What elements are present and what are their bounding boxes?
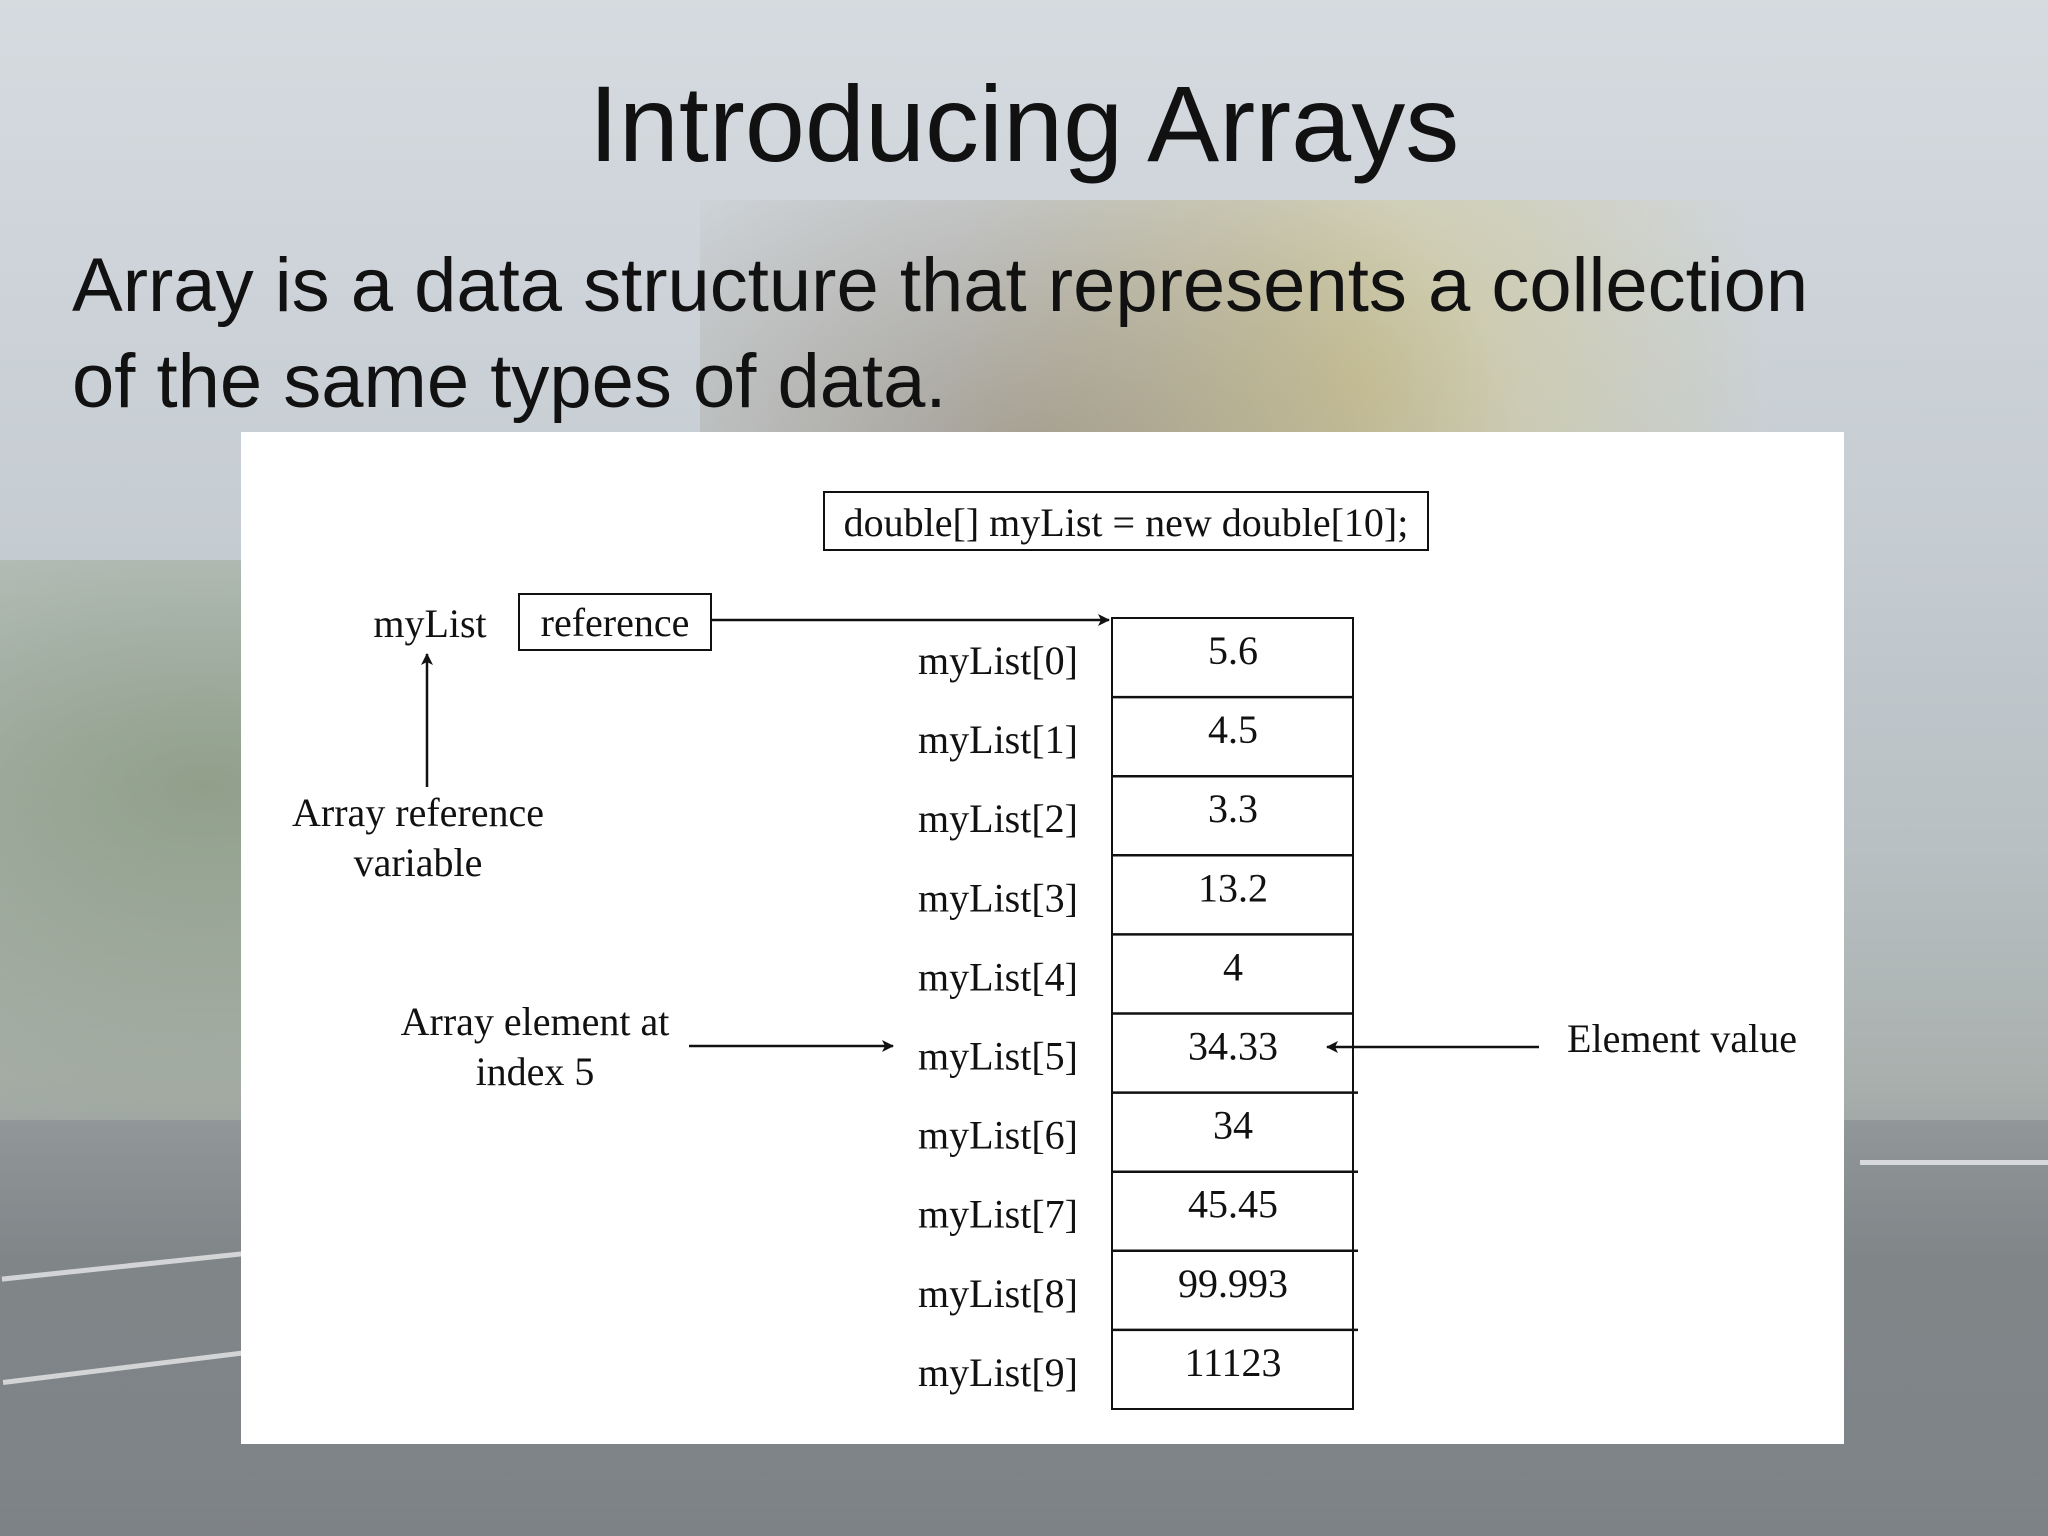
array-element-value: 99.993 bbox=[1178, 1261, 1288, 1306]
reference-variable-caption: Array reference bbox=[292, 790, 544, 835]
body-line: of the same types of data. bbox=[72, 339, 947, 424]
array-index-label: myList[1] bbox=[918, 717, 1078, 762]
array-index-label: myList[5] bbox=[918, 1034, 1078, 1079]
array-element-value: 4 bbox=[1223, 944, 1243, 989]
diagram-panel: double[] myList = new double[10]; myList… bbox=[241, 432, 1844, 1444]
array-element-value: 4.5 bbox=[1208, 707, 1258, 752]
array-element-value: 3.3 bbox=[1208, 786, 1258, 831]
variable-name: myList bbox=[373, 601, 486, 646]
array-element-value: 45.45 bbox=[1188, 1182, 1278, 1227]
array-element-value: 5.6 bbox=[1208, 628, 1258, 673]
reference-variable-caption: variable bbox=[354, 840, 483, 885]
array-diagram: double[] myList = new double[10]; myList… bbox=[292, 491, 1797, 1410]
array-index-label: myList[6] bbox=[918, 1113, 1078, 1158]
array-index-label: myList[2] bbox=[918, 796, 1078, 841]
element-caption: Array element at bbox=[401, 999, 670, 1044]
array-index-label: myList[0] bbox=[918, 638, 1078, 683]
array-index-label: myList[9] bbox=[918, 1350, 1078, 1395]
array-element-value: 11123 bbox=[1184, 1340, 1281, 1385]
array-index-label: myList[3] bbox=[918, 875, 1078, 920]
array-element-value: 34.33 bbox=[1188, 1024, 1278, 1069]
array-index-label: myList[8] bbox=[918, 1271, 1078, 1316]
reference-label: reference bbox=[541, 600, 690, 645]
track-line bbox=[1860, 1160, 2048, 1165]
slide-title: Introducing Arrays bbox=[588, 63, 1460, 184]
array-index-label: myList[4] bbox=[918, 954, 1078, 999]
slide-body: Array is a data structure that represent… bbox=[72, 238, 1992, 430]
array-element-value: 34 bbox=[1213, 1103, 1253, 1148]
declaration-box bbox=[823, 491, 1429, 551]
reference-box bbox=[518, 593, 712, 651]
element-caption: index 5 bbox=[476, 1049, 595, 1094]
array-cells: 5.6 myList[0] 4.5 myList[1] 3.3 myList[2] 13.2… bbox=[918, 628, 1358, 1395]
element-value-caption: Element value bbox=[1567, 1016, 1797, 1061]
array-element-value: 13.2 bbox=[1198, 865, 1268, 910]
body-line: Array is a data structure that represent… bbox=[72, 243, 1809, 328]
array-index-label: myList[7] bbox=[918, 1192, 1078, 1237]
declaration-text: double[] myList = new double[10]; bbox=[844, 500, 1409, 545]
